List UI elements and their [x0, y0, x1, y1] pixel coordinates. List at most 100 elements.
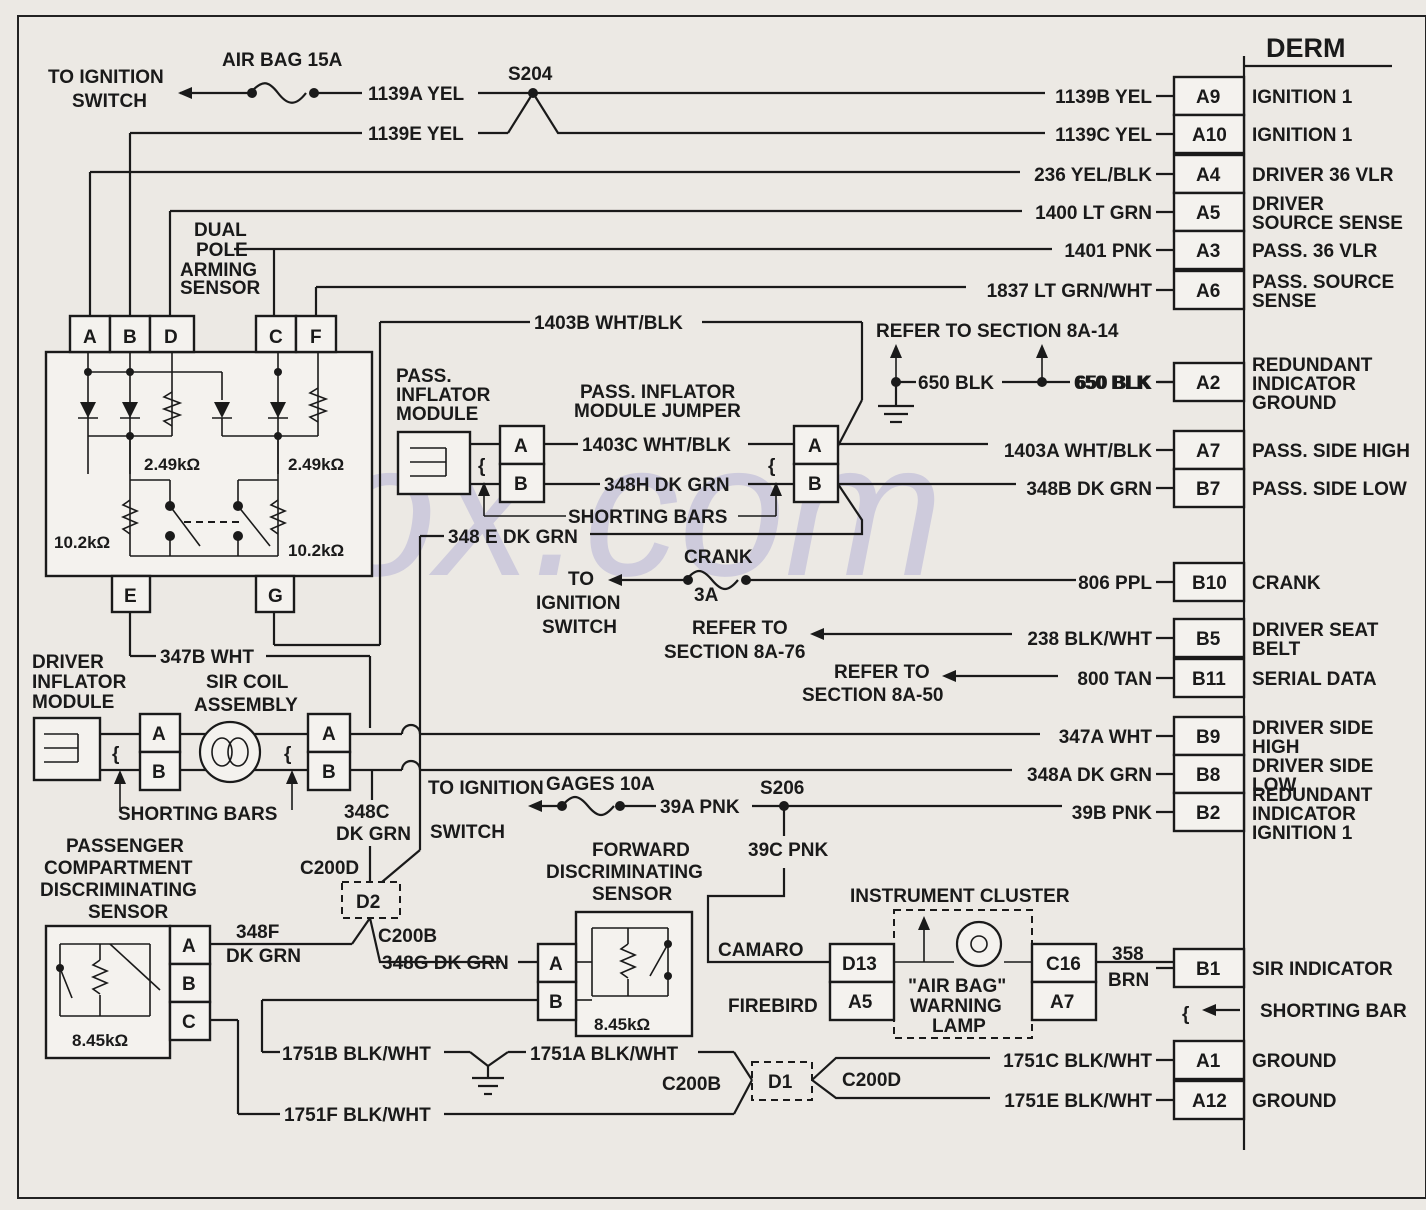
- wire-348g-label: 348G DK GRN: [382, 953, 509, 974]
- driver-inflator-label-1: DRIVER: [32, 652, 104, 673]
- gages-circuit: TO IGNITION GAGES 10A SWITCH 39A PNK S20…: [428, 774, 1062, 964]
- wire-1403c-label: 1403C WHT/BLK: [582, 435, 731, 456]
- jumper-pin-a: A: [808, 436, 822, 457]
- wire-348f-2: DK GRN: [226, 946, 301, 967]
- arrow-left-icon: [942, 670, 956, 682]
- splice-s204-label: S204: [508, 64, 553, 85]
- derm-wire-label: 1403A WHT/BLK: [1004, 441, 1152, 462]
- wire-1751b-label: 1751B BLK/WHT: [282, 1044, 431, 1065]
- res-845-left: 8.45kΩ: [72, 1031, 128, 1050]
- derm-shorting-brace: {: [1182, 1004, 1189, 1025]
- derm-shorting-bar-label: SHORTING BAR: [1260, 1001, 1407, 1022]
- arming-pin-a: A: [83, 327, 97, 348]
- derm-pin-function: IGNITION 1: [1252, 125, 1353, 146]
- wire-1751a-label: 1751A BLK/WHT: [530, 1044, 679, 1065]
- passenger-compartment-sensor: PASSENGER COMPARTMENT DISCRIMINATING SEN…: [40, 836, 352, 1116]
- res-102-left: 10.2kΩ: [54, 533, 110, 552]
- arrow-up-icon: [478, 482, 490, 496]
- fwd-pin-b: B: [549, 992, 563, 1013]
- driver-inflator-label-3: MODULE: [32, 692, 114, 713]
- derm-wire-label: 1837 LT GRN/WHT: [987, 281, 1153, 302]
- driver-inflator-body: [32, 716, 102, 782]
- sir-coil-label-1: SIR COIL: [206, 672, 289, 693]
- firebird-label: FIREBIRD: [728, 996, 818, 1017]
- derm-wire-label: 347A WHT: [1059, 727, 1153, 748]
- derm-pin-a3: A3 PASS. 36 VLR 1401 PNK: [1064, 229, 1378, 271]
- res-249-left: 2.49kΩ: [144, 455, 200, 474]
- derm-pin-id: A3: [1196, 241, 1220, 262]
- arming-label-1: DUAL: [194, 220, 247, 241]
- derm-pin-id: B10: [1192, 573, 1227, 594]
- crank-fuse-label: CRANK: [684, 547, 753, 568]
- derm-title: DERM: [1266, 33, 1346, 63]
- arrow-up-icon: [114, 770, 126, 784]
- arming-label-3: ARMING: [180, 260, 257, 281]
- derm-pin-function: PASS. SIDE LOW: [1252, 479, 1407, 500]
- wire-358-2: BRN: [1108, 970, 1149, 991]
- arming-pin-c: C: [269, 327, 283, 348]
- derm-wire-label: 236 YEL/BLK: [1034, 165, 1152, 186]
- refer-8a14-label: REFER TO SECTION 8A-14: [876, 321, 1119, 342]
- arrow-up-icon: [918, 916, 930, 930]
- derm-pin-function: DRIVER 36 VLR: [1252, 165, 1394, 186]
- coil-pin-a: A: [322, 724, 336, 745]
- arrow-up-icon: [890, 344, 902, 358]
- cluster-pin-a7: A7: [1050, 992, 1074, 1013]
- derm-pin-id: A4: [1196, 165, 1221, 186]
- res-249-right: 2.49kΩ: [288, 455, 344, 474]
- wire-650-right: 650 BLK: [1074, 373, 1150, 394]
- arming-label-4: SENSOR: [180, 278, 261, 299]
- arrow-up-icon: [1036, 344, 1048, 358]
- derm-pin-id: B8: [1196, 765, 1220, 786]
- gages-fuse-label: GAGES 10A: [546, 774, 655, 795]
- driver-pin-a: A: [152, 724, 166, 745]
- arrow-left-icon: [810, 628, 824, 640]
- pass-inflator-label-1: PASS.: [396, 366, 452, 387]
- derm-wire-label: 238 BLK/WHT: [1027, 629, 1152, 650]
- derm-pin-id: A12: [1192, 1091, 1227, 1112]
- arming-pin-d: D: [164, 327, 178, 348]
- fwd-label-1: FORWARD: [592, 840, 690, 861]
- fwd-pin-a: A: [549, 954, 563, 975]
- wire-358-1: 358: [1112, 944, 1144, 965]
- derm-pin-function: PASS. 36 VLR: [1252, 241, 1378, 262]
- d2-label: D2: [356, 892, 380, 913]
- pcds-label-4: SENSOR: [88, 902, 169, 923]
- derm-wire-label: 1400 LT GRN: [1035, 203, 1152, 224]
- cluster-label: INSTRUMENT CLUSTER: [850, 886, 1070, 907]
- derm-wire-label: 1401 PNK: [1064, 241, 1152, 262]
- arrow-up-icon: [286, 770, 298, 784]
- shorting-bars-bottom-label: SHORTING BARS: [118, 804, 277, 825]
- derm-pin-function: SERIAL DATA: [1252, 669, 1377, 690]
- fuse-airbag-icon: [249, 82, 307, 104]
- derm-wire-label: 1751C BLK/WHT: [1003, 1051, 1152, 1072]
- fuse-gages-icon: [561, 795, 615, 817]
- forward-discriminating-sensor: FORWARD DISCRIMINATING SENSOR A B 8.45kΩ: [260, 840, 703, 1054]
- pass-inflator-label-3: MODULE: [396, 404, 478, 425]
- arrow-left-icon: [608, 574, 622, 586]
- derm-wire-label: 650 BLK: [1076, 373, 1152, 394]
- derm-pin-function: GROUND: [1252, 1051, 1336, 1072]
- to-ign-mid-3: SWITCH: [542, 617, 617, 638]
- arming-label-2: POLE: [196, 240, 248, 261]
- pass-pin-b: B: [514, 474, 528, 495]
- redundant-ground: REFER TO SECTION 8A-14 650 BLK 650 BLK: [876, 321, 1174, 424]
- wire-1139e-label: 1139E YEL: [368, 124, 464, 145]
- arming-pin-e: E: [124, 586, 137, 607]
- derm-pin-id: B9: [1196, 727, 1220, 748]
- pass-shorting-brace: {: [478, 456, 485, 477]
- derm-pin-id: A5: [1196, 203, 1221, 224]
- page-border: [17, 15, 1426, 1199]
- derm-wire-label: 348B DK GRN: [1026, 479, 1152, 500]
- coil-pin-b: B: [322, 762, 336, 783]
- res-845-right: 8.45kΩ: [594, 1015, 650, 1034]
- fwd-label-3: SENSOR: [592, 884, 673, 905]
